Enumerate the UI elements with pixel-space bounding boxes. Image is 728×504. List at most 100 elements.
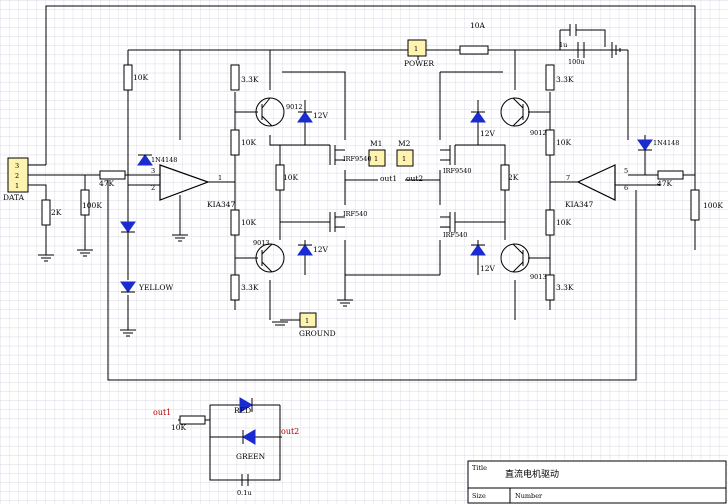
label-cap-1u: 1u [559,41,567,49]
label-cap-0u1: 0.1u [237,489,252,497]
label-data: DATA [3,193,25,202]
cap-1u [569,24,577,36]
svg-text:1N4148: 1N4148 [151,156,177,164]
svg-text:2K: 2K [51,208,62,217]
opamp-right-pin-7: 7 [566,174,570,182]
diode-left-series [120,221,136,233]
opamp-right-label: KIA347 [565,200,594,209]
svg-text:10K: 10K [241,218,257,227]
resistor-3k3-lt [230,64,240,91]
fuse-10a [459,45,489,55]
wires [28,5,696,481]
svg-text:10K: 10K [171,423,187,432]
resistor-3k3-lb [230,274,240,301]
svg-text:1: 1 [414,45,418,53]
resistor-2k-right [500,164,510,191]
svg-text:3: 3 [15,162,19,170]
svg-text:10K: 10K [241,138,257,147]
resistor-3k3-rt [545,64,555,91]
zener-12v-lb [297,244,313,256]
zener-12v-lt [297,111,313,123]
svg-text:9013: 9013 [530,273,547,281]
svg-text:1: 1 [402,155,406,163]
resistor-10k-rb [545,209,555,236]
size-label: Size [472,492,486,500]
svg-text:3.3K: 3.3K [556,283,574,292]
svg-text:12V: 12V [313,111,329,120]
opamp-left-pin-3: 3 [151,167,155,175]
title-value: 直流电机驱动 [505,468,559,480]
svg-text:12V: 12V [480,264,496,273]
data-connector [7,157,29,193]
svg-text:1: 1 [15,182,19,190]
opamp-right [576,164,616,201]
svg-text:2K: 2K [508,173,519,182]
svg-text:RED: RED [234,406,251,415]
title-label: Title [472,464,487,472]
label-led-out1: out1 [153,408,171,417]
mosfet-irf540-right [440,212,456,232]
diode-1n4148-right [637,139,653,151]
svg-text:2: 2 [15,172,19,180]
label-led-out2: out2 [281,427,299,436]
transistor-9013-right [500,243,530,273]
label-out1: out1 [380,174,397,183]
diodes [120,111,653,445]
svg-text:10K: 10K [556,218,572,227]
svg-text:100K: 100K [82,201,102,210]
svg-text:IRF9540: IRF9540 [343,155,372,163]
grounds [38,42,621,337]
label-cap-100u: 100u [568,58,585,66]
opamp-left-label: KIA347 [207,200,236,209]
led-yellow [120,281,136,293]
opamp-left [159,164,210,201]
svg-text:1: 1 [305,317,309,325]
zener-12v-rt [470,111,486,123]
opamp-right-pin-6: 6 [624,184,628,192]
capacitors [241,24,585,486]
svg-text:GREEN: GREEN [236,452,266,461]
transistor-9013-left [255,243,285,273]
led-red [239,397,253,413]
svg-text:9012: 9012 [530,129,547,137]
transistor-9012-right [500,97,530,127]
resistor-10k-left [123,64,133,91]
svg-text:12V: 12V [313,245,329,254]
resistor-10k-mid [275,164,285,191]
resistor-2k [41,199,51,226]
led-green [242,429,256,445]
ports: 3 2 1 1 1 1 1 [7,39,427,328]
resistor-47k-right [657,170,684,180]
number-label: Number [515,492,543,500]
zener-12v-rb [470,244,486,256]
mosfets [329,145,456,232]
opamps: 3 2 1 5 6 7 KIA347 KIA347 [151,164,628,209]
svg-text:YELLOW: YELLOW [138,283,174,292]
opamp-right-pin-5: 5 [624,167,628,175]
svg-text:3.3K: 3.3K [556,75,574,84]
cap-0u1 [241,474,249,486]
mosfet-irf9540-right [440,145,456,165]
resistor-47k-left [99,170,126,180]
svg-text:3.3K: 3.3K [241,283,259,292]
resistor-100k-right [690,189,700,221]
cap-100u [577,42,585,58]
svg-text:1N4148: 1N4148 [653,139,679,147]
label-out2: out2 [406,174,423,183]
label-m1: M1 [370,139,382,148]
resistor-3k3-rb [545,274,555,301]
svg-text:100K: 100K [703,201,723,210]
svg-text:IRF9540: IRF9540 [443,167,472,175]
label-power: POWER [404,59,434,68]
svg-text:9013: 9013 [253,239,270,247]
svg-text:3.3K: 3.3K [241,75,259,84]
resistor-10k-lb [230,209,240,236]
port-m2 [396,149,414,167]
svg-text:47K: 47K [99,179,115,188]
svg-text:12V: 12V [480,129,496,138]
svg-text:10K: 10K [283,173,299,182]
svg-text:IRF540: IRF540 [443,231,467,239]
